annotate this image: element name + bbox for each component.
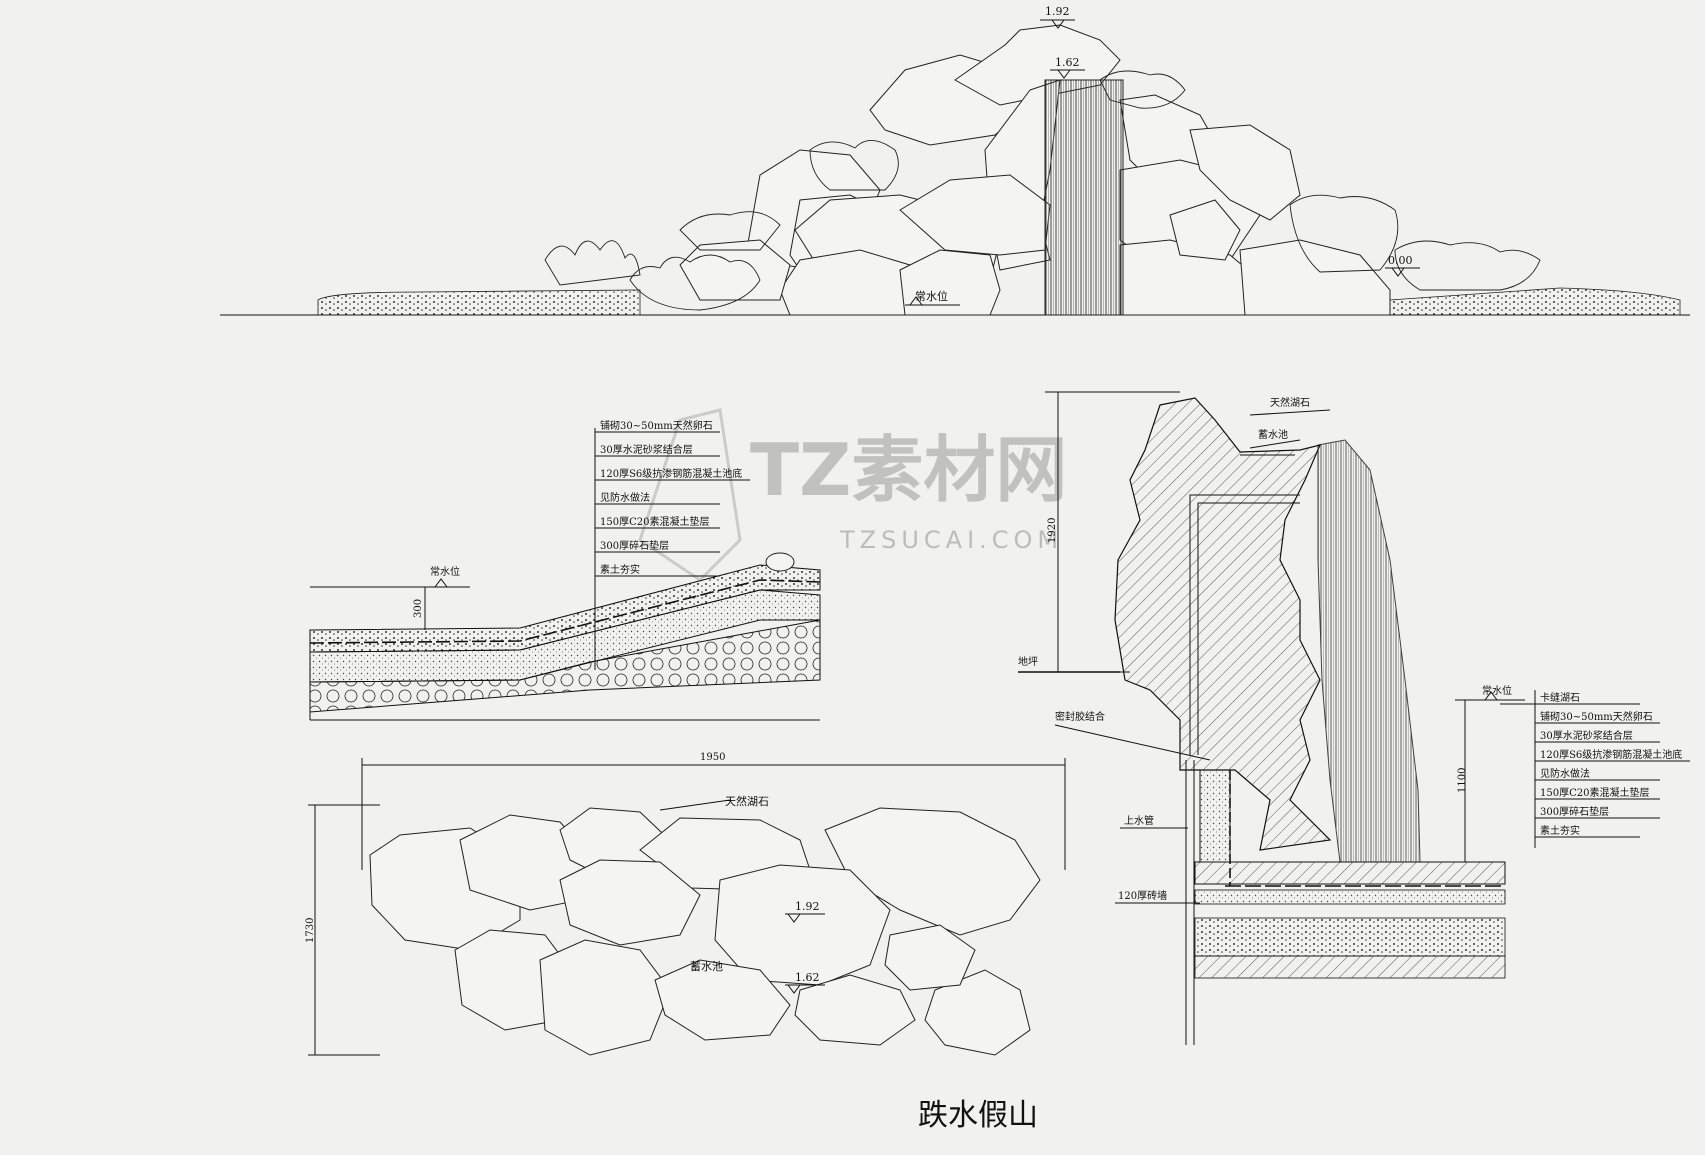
layer-label: 铺砌30~50mm天然卵石 xyxy=(600,419,713,432)
shrub-left xyxy=(544,240,641,286)
mark-label: 1.62 xyxy=(1055,56,1080,69)
water-level-label: 常水位 xyxy=(430,565,460,578)
shrub xyxy=(809,140,899,191)
layer-label: 见防水做法 xyxy=(600,491,650,504)
layer-label: 120厚S6级抗渗钢筋混凝土池底 xyxy=(1540,748,1682,761)
plan-view: 1950 1730 天然湖石 1.92 xyxy=(305,752,1066,1056)
layer-label: 铺砌30~50mm天然卵石 xyxy=(1540,710,1653,723)
layer-label: 卡缝湖石 xyxy=(1540,691,1580,704)
plan-label-pool: 蓄水池 xyxy=(690,960,723,973)
mark-label: 1.92 xyxy=(795,900,820,913)
boulder xyxy=(1189,124,1301,221)
pipe-channel-inner xyxy=(1197,502,1300,755)
watermark-en: TZSUCAI.COM xyxy=(839,526,1063,554)
pipe-channel xyxy=(1189,494,1300,755)
watermark: TZ素材网 TZSUCAI.COM xyxy=(638,408,1067,582)
rockery-elevation xyxy=(679,24,1391,316)
label-stone: 天然湖石 xyxy=(1270,396,1310,409)
elevation-mark-162: 1.62 xyxy=(1050,56,1085,79)
layer-labels: 卡缝湖石 铺砌30~50mm天然卵石 30厚水泥砂浆结合层 120厚S6级抗渗钢… xyxy=(1500,691,1690,838)
plan-stone xyxy=(654,959,791,1041)
dim-1920: 1920 xyxy=(1047,518,1058,543)
dim-300: 300 xyxy=(413,599,424,618)
plan-stone xyxy=(714,864,891,986)
water-level-mark: 常水位 xyxy=(1480,684,1525,701)
plan-stone xyxy=(794,974,916,1046)
waterfall-curtain xyxy=(1317,439,1421,863)
plan-stone xyxy=(559,859,701,946)
shrub-right xyxy=(1394,240,1541,291)
shrub xyxy=(1099,70,1186,109)
pool-concrete xyxy=(1194,889,1506,905)
plan-mark-192: 1.92 xyxy=(785,900,825,923)
mark-label: 1.62 xyxy=(795,971,820,984)
layer-label: 30厚水泥砂浆结合层 xyxy=(1540,729,1633,742)
plan-stone xyxy=(924,969,1031,1056)
ground-gravel-left xyxy=(317,289,641,316)
rock-mass-section xyxy=(1114,397,1332,851)
shrub xyxy=(1289,194,1399,273)
dim-1100: 1100 xyxy=(1457,768,1468,793)
shrubs xyxy=(544,70,1541,311)
water-level-label: 常水位 xyxy=(915,289,948,303)
boulder xyxy=(1169,199,1241,261)
layer-label: 150厚C20素混凝土垫层 xyxy=(1540,786,1649,799)
layer-label: 300厚碎石垫层 xyxy=(1540,805,1609,818)
layer-label: 30厚水泥砂浆结合层 xyxy=(600,443,693,456)
dim-height: 1730 xyxy=(305,918,316,943)
water-level-mark: 常水位 xyxy=(905,289,960,306)
plan-label-stone: 天然湖石 xyxy=(725,794,769,808)
mark-label: 1.92 xyxy=(1045,5,1070,18)
plan-stone xyxy=(884,924,976,991)
label-wall: 120厚砖墙 xyxy=(1118,889,1167,902)
plan-stones xyxy=(369,807,1041,1056)
layer-label: 素土夯实 xyxy=(600,563,640,576)
dim-width: 1950 xyxy=(700,752,725,763)
water-level-label: 常水位 xyxy=(1482,684,1512,697)
label-seal: 密封胶结合 xyxy=(1055,710,1105,723)
layer-gravel xyxy=(309,619,821,713)
brick-wall xyxy=(1199,769,1231,863)
mark-label: 0.00 xyxy=(1388,254,1413,267)
layer-labels: 铺砌30~50mm天然卵石 30厚水泥砂浆结合层 120厚S6级抗渗钢筋混凝土池… xyxy=(595,419,750,577)
plan-mark-162: 1.62 xyxy=(785,971,825,994)
watermark-cn: TZ素材网 xyxy=(750,428,1067,512)
waterfall-section: 1920 地坪 1100 常水位 xyxy=(1018,391,1690,1045)
elevation-mark-000: 0.00 xyxy=(1385,254,1420,277)
layer-label: 素土夯实 xyxy=(1540,824,1580,837)
boulder xyxy=(899,249,1001,316)
pool-floor-slab xyxy=(1194,861,1506,885)
slope-section: 常水位 300 铺砌30~50mm天然卵石 30厚水泥砂浆结合层 120厚S6级… xyxy=(309,419,821,721)
shrub xyxy=(679,211,781,251)
label-pipe: 上水管 xyxy=(1124,814,1154,827)
ground-gravel-right xyxy=(1389,287,1681,316)
label-pool: 蓄水池 xyxy=(1258,428,1288,441)
shrub xyxy=(629,254,761,311)
layer-label: 见防水做法 xyxy=(1540,767,1590,780)
pool-soil xyxy=(1194,955,1506,979)
layer-label: 150厚C20素混凝土垫层 xyxy=(600,515,709,528)
cap-stone xyxy=(765,552,795,572)
plan-stone xyxy=(539,939,671,1056)
layer-waterproof xyxy=(309,579,821,644)
pool-gravel xyxy=(1194,917,1506,957)
elevation-view: 1.92 1.62 0.00 常水位 xyxy=(220,5,1690,316)
ground-label: 地坪 xyxy=(1018,655,1038,668)
layer-label: 300厚碎石垫层 xyxy=(600,539,669,552)
elevation-mark-192: 1.92 xyxy=(1040,5,1075,29)
drawing-title: 跌水假山 xyxy=(918,1098,1038,1133)
layer-label: 120厚S6级抗渗钢筋混凝土池底 xyxy=(600,467,742,480)
waterfall-elevation xyxy=(1044,79,1124,316)
boulder xyxy=(1239,239,1391,316)
watermark-logo-icon xyxy=(638,408,742,582)
